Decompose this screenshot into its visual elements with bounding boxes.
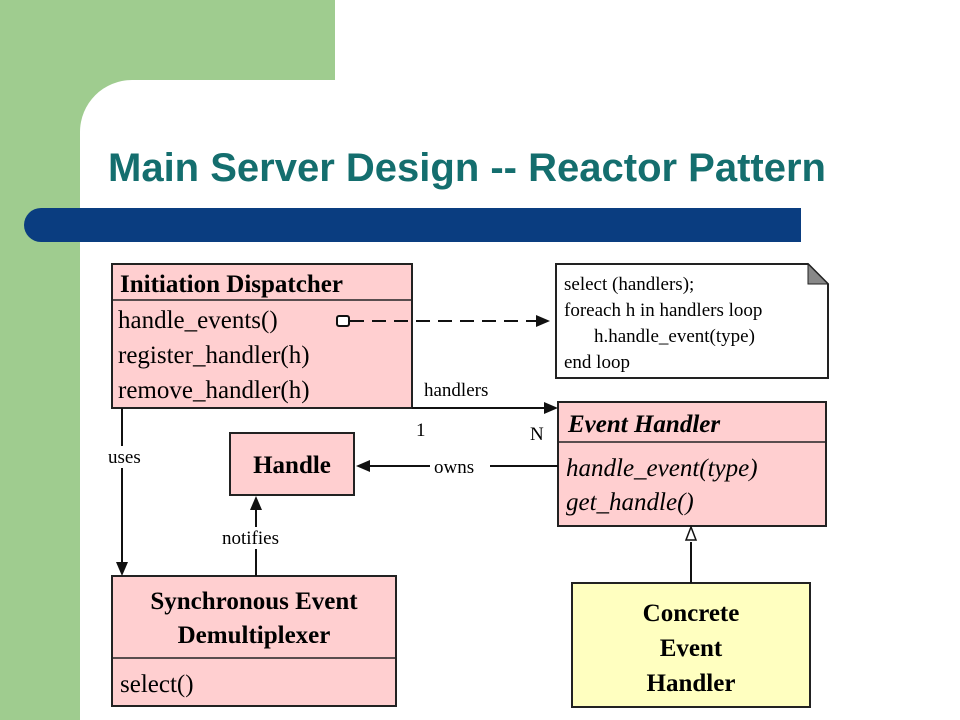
note-line-3: h.handle_event(type): [594, 326, 755, 347]
notifies-association: notifies: [220, 496, 298, 576]
method-select: select(): [120, 671, 194, 698]
pseudocode-note: select (handlers); foreach h in handlers…: [555, 262, 830, 379]
concrete-event-handler-class: Concrete Event Handler: [571, 582, 811, 708]
owns-association: owns: [356, 456, 558, 478]
note-line-4: end loop: [564, 352, 630, 373]
inheritance-association: [684, 524, 698, 583]
concrete-name-line-3: Handler: [647, 670, 736, 697]
initiation-dispatcher-name: Initiation Dispatcher: [120, 271, 343, 298]
handle-class: Handle: [229, 432, 355, 496]
uses-label: uses: [108, 447, 141, 468]
handlers-label: handlers: [424, 380, 488, 401]
multiplicity-one: 1: [416, 420, 426, 441]
method-register-handler: register_handler(h): [118, 342, 310, 369]
initiation-dispatcher-class: Initiation Dispatcher handle_events() re…: [111, 263, 413, 409]
concrete-name-line-1: Concrete: [643, 600, 740, 627]
method-handle-event: handle_event(type): [566, 455, 758, 482]
sync-demux-name-line-2: Demultiplexer: [178, 622, 331, 649]
method-get-handle: get_handle(): [566, 489, 694, 516]
sync-event-demultiplexer-class: Synchronous Event Demultiplexer select(): [111, 575, 397, 707]
concrete-name-line-2: Event: [660, 635, 723, 662]
title-underline-bar: [24, 208, 801, 242]
method-remove-handler: remove_handler(h): [118, 377, 310, 404]
note-connector: [336, 315, 550, 327]
note-line-1: select (handlers);: [564, 274, 694, 295]
handlers-association: handlers 1 N: [412, 380, 558, 445]
multiplicity-n: N: [530, 424, 544, 445]
sync-demux-name-line-1: Synchronous Event: [150, 588, 358, 615]
handle-name: Handle: [253, 452, 331, 479]
uses-association: uses: [106, 408, 152, 576]
notifies-label: notifies: [222, 528, 279, 549]
owns-label: owns: [434, 457, 474, 478]
event-handler-class: Event Handler handle_event(type) get_han…: [557, 401, 827, 527]
method-handle-events: handle_events(): [118, 307, 278, 334]
note-line-2: foreach h in handlers loop: [564, 300, 762, 321]
event-handler-name: Event Handler: [567, 411, 720, 438]
slide-title: Main Server Design -- Reactor Pattern: [108, 146, 826, 190]
